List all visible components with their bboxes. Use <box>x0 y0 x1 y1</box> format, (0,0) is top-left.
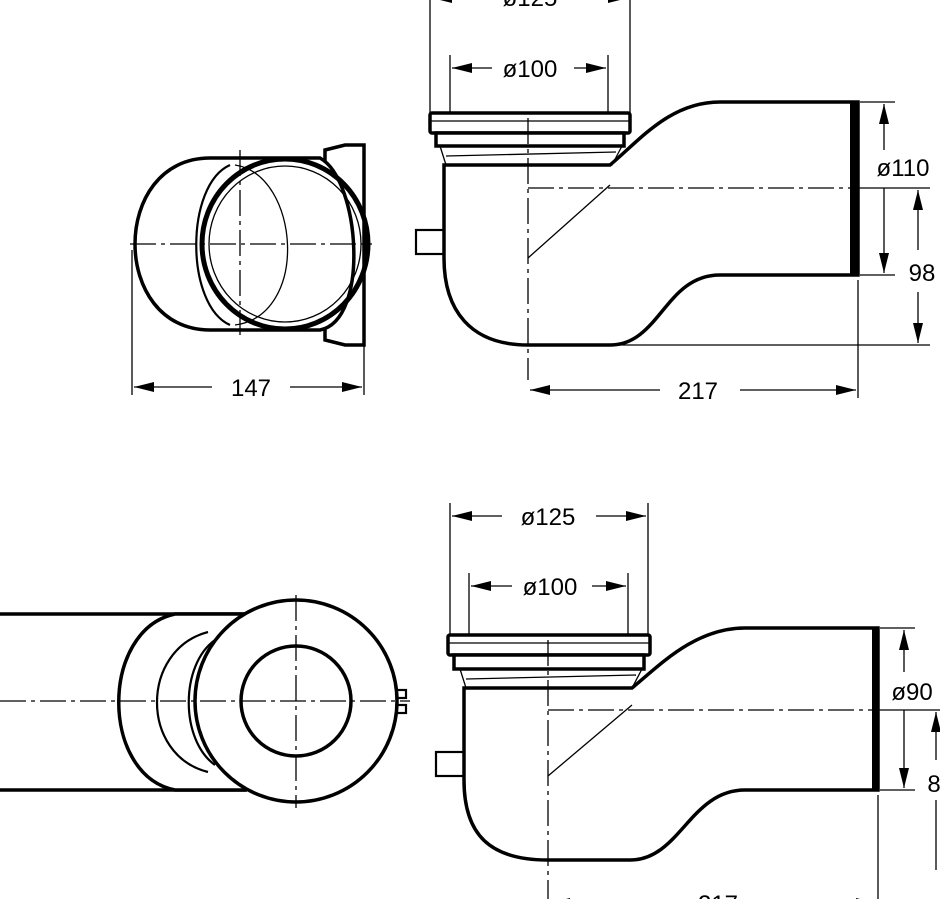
top-end-lens <box>195 163 231 327</box>
top-end-view: 147 <box>130 143 372 402</box>
top-profile-collar <box>434 131 626 148</box>
top-profile-body <box>442 100 860 347</box>
bottom-inner-diagonal <box>547 704 633 777</box>
top-dim-outlet-length: 217 <box>678 378 718 405</box>
bottom-profile-collar <box>452 653 646 671</box>
bottom-dim-outer-diameter: ø125 <box>521 504 576 531</box>
top-profile-flange <box>428 111 632 135</box>
top-end-lens-inner <box>234 164 289 326</box>
bottom-outlet-band <box>872 628 878 790</box>
top-taper-line <box>445 151 617 157</box>
top-dim-side-depth: 147 <box>231 375 271 402</box>
bottom-profile-body <box>462 626 880 862</box>
top-side-nipple <box>414 228 446 256</box>
bottom-taper <box>459 668 643 689</box>
bottom-end-view <box>0 595 410 808</box>
bottom-profile-flange <box>446 633 652 657</box>
top-dim-outlet-height: 98 <box>909 260 936 287</box>
bottom-dim-outlet-diameter: ø90 <box>891 679 932 706</box>
top-profile-view: ø125 ø100 ø110 98 <box>414 0 936 405</box>
bottom-taper-line <box>465 674 637 680</box>
top-dim-outlet-diameter: ø110 <box>877 155 930 182</box>
top-dim-outer-diameter: ø125 <box>503 0 558 12</box>
top-dim-inner-diameter: ø100 <box>503 56 558 83</box>
bottom-profile-view: ø125 ø100 ø90 8 <box>434 503 940 899</box>
bottom-dim-outlet-height: 8 <box>927 771 940 798</box>
bottom-body-mid <box>155 630 209 774</box>
top-taper <box>439 145 623 166</box>
top-inner-diagonal <box>527 184 611 259</box>
bottom-flange-lip <box>187 639 216 766</box>
bottom-dim-outlet-length: 217 <box>698 891 738 899</box>
bottom-dim-inner-diameter: ø100 <box>523 574 578 601</box>
bottom-side-nipple <box>434 750 466 778</box>
